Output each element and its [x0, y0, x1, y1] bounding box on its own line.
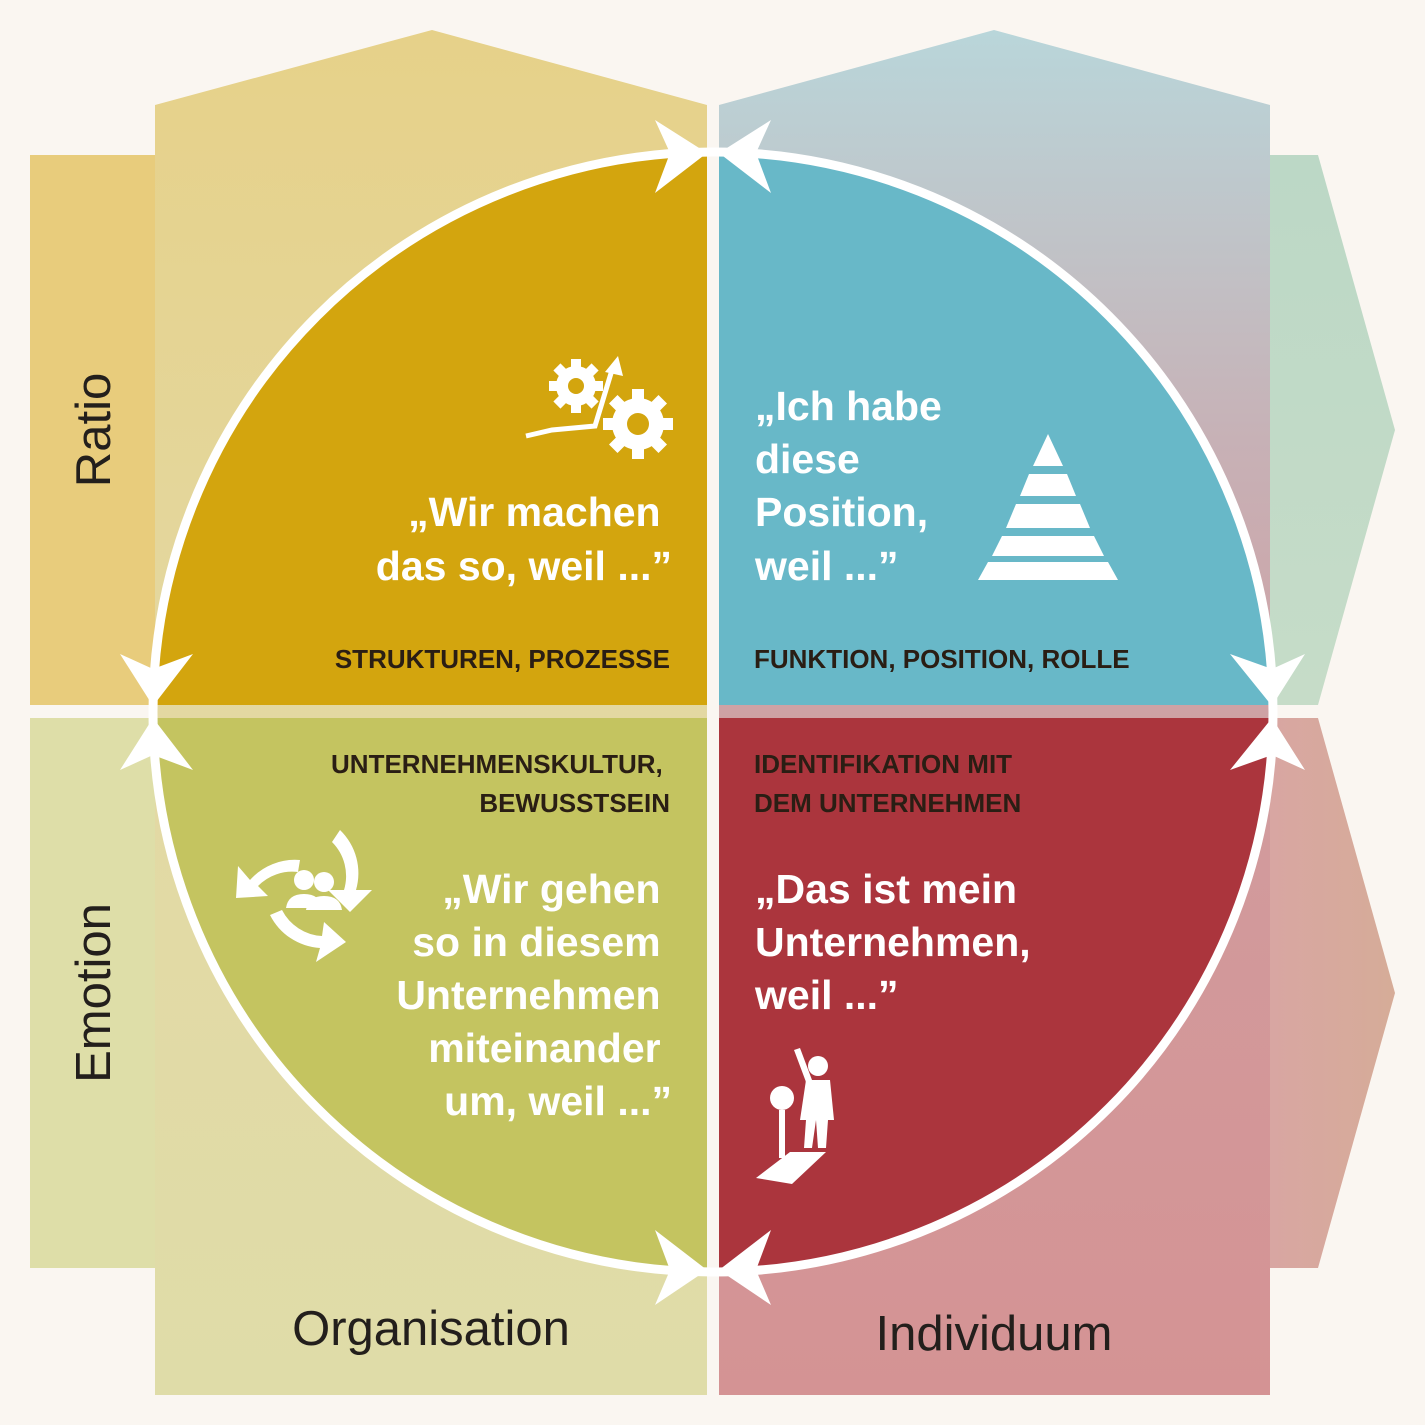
emotion-band [30, 718, 155, 1268]
arrowhead-right-bottom [1230, 718, 1305, 770]
axis-label-organisation: Organisation [292, 1302, 570, 1356]
arrowhead-right-top [1230, 654, 1305, 706]
arrowhead-bottom-right [719, 1230, 771, 1305]
bottom-right-content: IDENTIFIKATION MIT DEM UNTERNEHMEN „Das … [754, 749, 1042, 1184]
person-with-pin-icon [756, 1048, 834, 1184]
people-cycle-icon [236, 830, 372, 962]
ratio-band [30, 155, 155, 705]
arrowhead-top-right [719, 120, 771, 193]
bottom-left-quote: „Wir gehen so in diesem Unternehmen mite… [396, 866, 672, 1124]
background-bands [30, 30, 1395, 1395]
top-left-quote: „Wir machen das so, weil ...” [376, 489, 672, 589]
top-right-content: „Ich habe diese Position, weil ...” FUNK… [754, 383, 1130, 674]
bottom-left-content: UNTERNEHMENSKULTUR, BEWUSSTSEIN „Wir geh… [236, 749, 672, 1124]
arrowhead-left-bottom [120, 718, 193, 770]
gears-with-arrow-icon [525, 356, 673, 459]
top-right-caption: FUNKTION, POSITION, ROLLE [754, 644, 1130, 674]
pyramid-icon [978, 434, 1118, 580]
cycle-arrows [148, 147, 1278, 1277]
quadrant-circle [153, 152, 1273, 1272]
axis-label-emotion: Emotion [67, 903, 121, 1083]
arrowhead-bottom-left [655, 1230, 707, 1305]
axis-label-ratio: Ratio [67, 373, 121, 487]
arrowhead-top-left [655, 120, 707, 193]
right-arrow-band-top [1270, 155, 1395, 705]
arrowheads [120, 120, 1305, 1305]
right-arrow-band-bottom [1270, 718, 1395, 1268]
bottom-right-caption: IDENTIFIKATION MIT DEM UNTERNEHMEN [754, 749, 1021, 818]
arrowhead-left-top [120, 654, 193, 706]
top-left-content: „Wir machen das so, weil ...” STRUKTUREN… [335, 356, 673, 674]
bottom-left-caption: UNTERNEHMENSKULTUR, BEWUSSTSEIN [331, 749, 670, 818]
top-left-caption: STRUKTUREN, PROZESSE [335, 644, 670, 674]
bottom-right-quote: „Das ist mein Unternehmen, weil ...” [754, 866, 1042, 1018]
axis-label-individuum: Individuum [876, 1307, 1113, 1361]
top-right-quote: „Ich habe diese Position, weil ...” [754, 383, 953, 589]
